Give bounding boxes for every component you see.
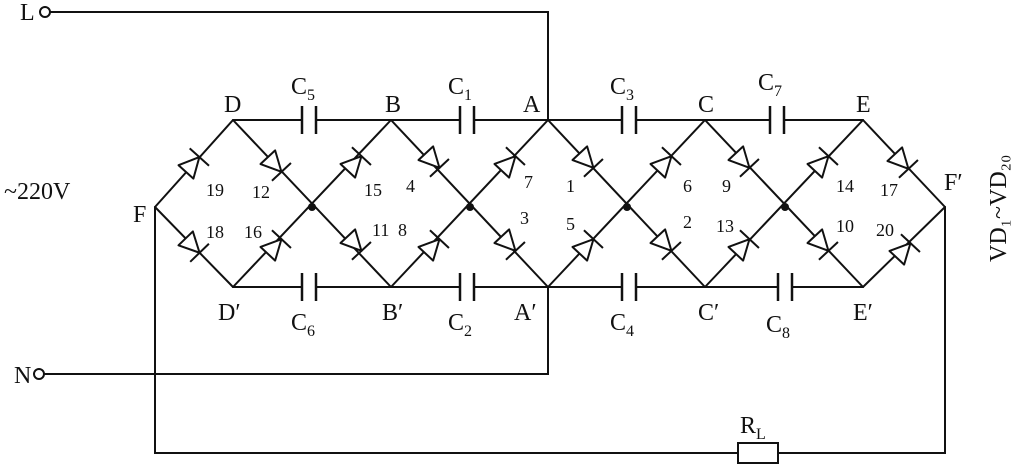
svg-text:19: 19 [206, 180, 224, 200]
wires [44, 11, 946, 454]
diodes [175, 143, 921, 268]
capacitor-labels: C5 C1 C3 C7 C6 C2 C4 C8 [291, 70, 790, 342]
node-A: A [523, 92, 541, 118]
node-A-prime: A′ [514, 300, 537, 326]
diode-16 [257, 229, 292, 264]
diode-11 [337, 226, 372, 261]
diodes-range-label: VD₁~VD₂₀ [986, 155, 1012, 262]
svg-text:15: 15 [364, 180, 382, 200]
svg-text:C7: C7 [758, 70, 782, 100]
svg-text:20: 20 [876, 220, 894, 240]
svg-text:10: 10 [836, 216, 854, 236]
svg-text:18: 18 [206, 222, 224, 242]
svg-text:C1: C1 [448, 74, 472, 104]
node-D: D [224, 92, 241, 118]
terminal-N-circle [33, 368, 45, 380]
svg-text:C3: C3 [610, 74, 634, 104]
svg-text:C5: C5 [291, 74, 315, 104]
terminal-L-label: L [20, 0, 35, 26]
svg-text:8: 8 [398, 220, 407, 240]
svg-text:C8: C8 [766, 312, 790, 342]
node-E: E [856, 92, 871, 118]
junction-dots [308, 203, 789, 211]
svg-text:3: 3 [520, 208, 529, 228]
diode-4 [415, 143, 450, 178]
svg-text:C6: C6 [291, 310, 315, 340]
svg-text:1: 1 [566, 176, 575, 196]
svg-text:6: 6 [683, 176, 692, 196]
capacitors [300, 106, 794, 301]
terminal-L-circle [39, 6, 51, 18]
resistor-label: RL [740, 413, 766, 443]
node-B: B [385, 92, 401, 118]
svg-text:11: 11 [372, 220, 389, 240]
svg-text:5: 5 [566, 214, 575, 234]
diode-number-labels: 19 18 12 16 15 11 4 8 7 3 1 5 6 2 9 13 1… [206, 172, 898, 242]
node-D-prime: D′ [218, 300, 241, 326]
svg-text:16: 16 [244, 222, 262, 242]
svg-text:13: 13 [716, 216, 734, 236]
node-F: F [133, 202, 146, 228]
node-C: C [698, 92, 714, 118]
svg-text:C4: C4 [610, 310, 634, 340]
node-F-prime: F′ [944, 170, 963, 196]
svg-text:12: 12 [252, 182, 270, 202]
svg-text:9: 9 [722, 176, 731, 196]
source-voltage-label: ~220V [4, 179, 71, 205]
diode-15 [337, 146, 372, 181]
node-E-prime: E′ [853, 300, 873, 326]
node-C-prime: C′ [698, 300, 719, 326]
svg-text:C2: C2 [448, 310, 472, 340]
svg-text:14: 14 [836, 176, 854, 196]
diode-8 [415, 229, 450, 264]
node-B-prime: B′ [382, 300, 403, 326]
resistor-RL [737, 442, 779, 464]
svg-text:7: 7 [524, 172, 533, 192]
terminal-N-label: N [14, 363, 31, 389]
svg-text:4: 4 [406, 176, 415, 196]
svg-text:2: 2 [683, 212, 692, 232]
svg-text:17: 17 [880, 180, 898, 200]
